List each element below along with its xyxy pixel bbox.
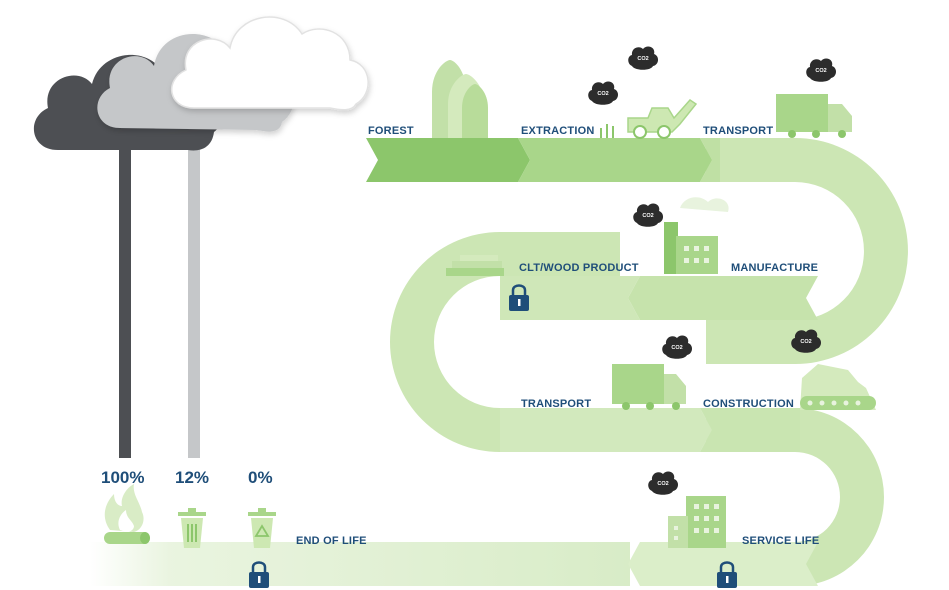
co2-badge: CO2 <box>791 329 822 353</box>
co2-badge: CO2 <box>628 46 659 70</box>
co2-badge: CO2 <box>806 58 837 82</box>
eol-percent-recycle: 0% <box>248 468 273 487</box>
stage-label-service-life: SERVICE LIFE <box>742 535 820 547</box>
truck-icon-2 <box>612 364 686 410</box>
segment-transport-2 <box>500 408 712 452</box>
fire-icon <box>104 484 150 544</box>
cloud-light <box>170 16 369 111</box>
excavator-icon <box>600 99 698 139</box>
co2-text: CO2 <box>642 213 653 219</box>
stage-label-transport-1: TRANSPORT <box>703 125 774 137</box>
co2-badge: CO2 <box>588 81 619 105</box>
segment-wood-product <box>500 276 640 320</box>
bar-landfill <box>188 120 200 458</box>
eol-percent-incineration: 100% <box>101 468 145 487</box>
lock-icon <box>717 561 737 588</box>
segment-extraction <box>518 138 712 182</box>
building-icon <box>668 496 726 548</box>
segment-transport-1 <box>700 138 720 182</box>
co2-text: CO2 <box>800 339 811 345</box>
landfill-bin-icon <box>178 508 206 548</box>
co2-badge: CO2 <box>648 471 679 495</box>
co2-text: CO2 <box>637 56 648 62</box>
bulldozer-icon <box>800 364 876 410</box>
stage-label-end-of-life: END OF LIFE <box>296 535 367 547</box>
forest-trees-icon <box>432 60 488 138</box>
life-cycle-road <box>90 138 908 586</box>
lock-icon <box>249 561 269 588</box>
stage-label-wood-product: CLT/WOOD PRODUCT <box>519 262 639 274</box>
bar-incineration <box>119 135 131 458</box>
segment-forest <box>366 138 530 182</box>
stage-label-extraction: EXTRACTION <box>521 125 595 137</box>
lock-icon <box>509 284 529 311</box>
co2-text: CO2 <box>815 68 826 74</box>
stage-label-manufacture: MANUFACTURE <box>731 262 819 274</box>
timber-stack-icon <box>446 255 504 276</box>
segment-construction <box>700 408 800 452</box>
stage-label-transport-2: TRANSPORT <box>521 398 592 410</box>
emission-clouds <box>33 16 369 458</box>
co2-badge: CO2 <box>662 335 693 359</box>
co2-badge: CO2 <box>633 203 664 227</box>
truck-icon-1 <box>776 94 852 138</box>
segment-manufacture <box>628 276 818 320</box>
recycle-bin-icon <box>248 508 276 548</box>
eol-percent-landfill: 12% <box>175 468 210 487</box>
stage-label-construction: CONSTRUCTION <box>703 398 795 410</box>
co2-text: CO2 <box>657 481 668 487</box>
co2-text: CO2 <box>671 345 682 351</box>
stage-label-forest: FOREST <box>368 125 414 137</box>
co2-text: CO2 <box>597 91 608 97</box>
factory-icon <box>664 197 729 274</box>
